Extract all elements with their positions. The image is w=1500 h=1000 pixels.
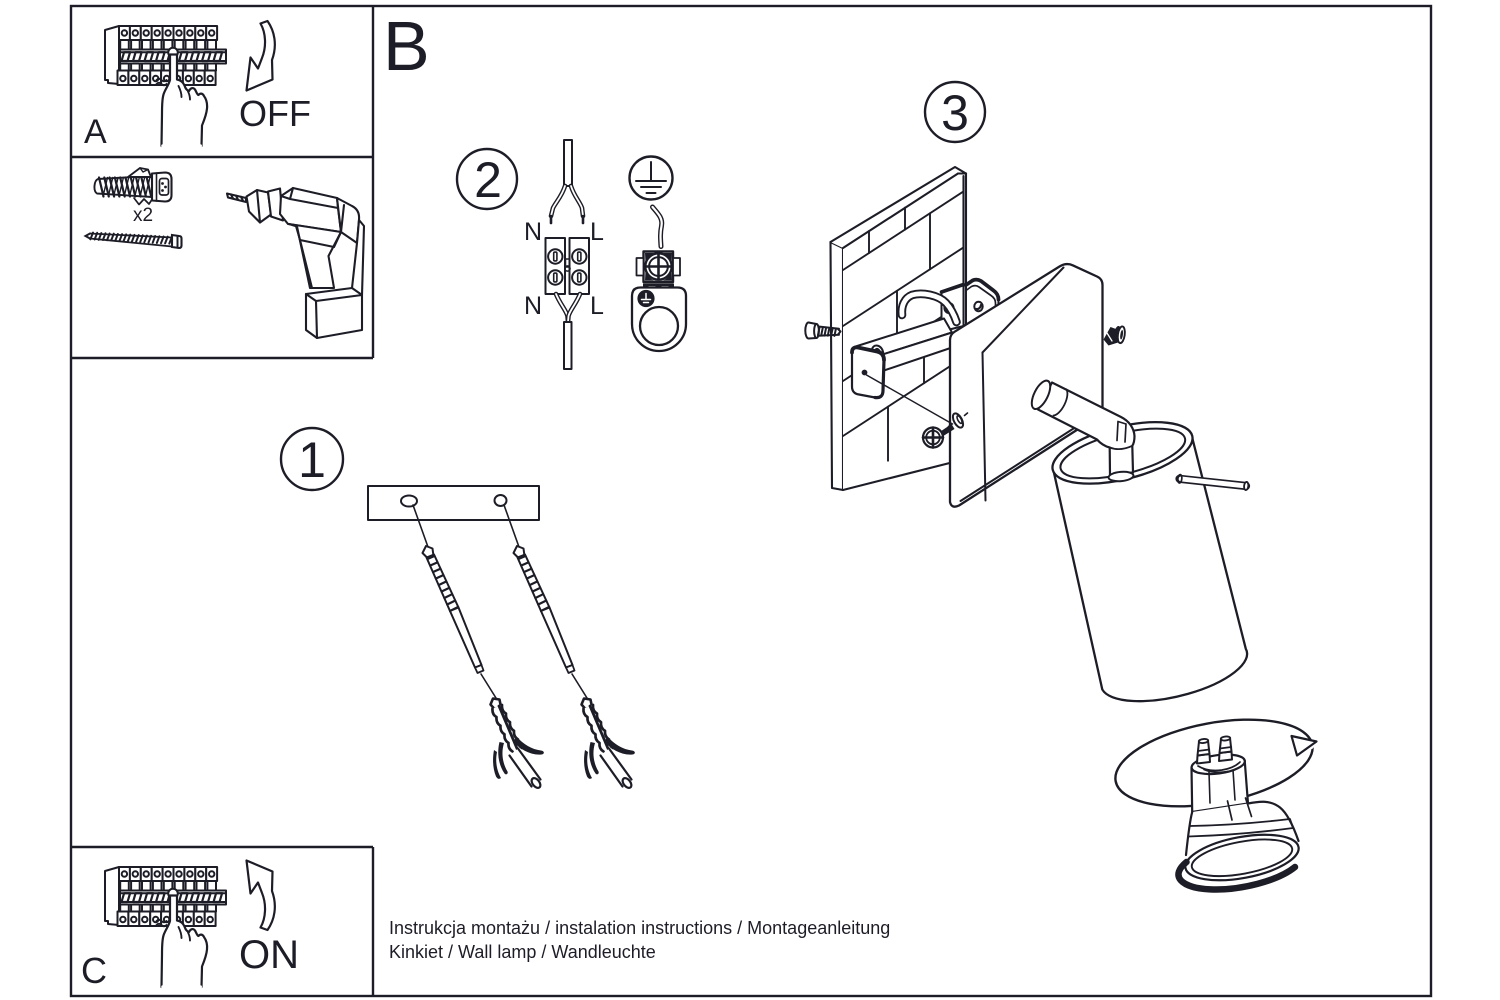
svg-text:N: N [524,218,542,246]
svg-text:L: L [590,218,604,246]
svg-text:ON: ON [239,933,299,977]
svg-text:1: 1 [298,432,326,488]
svg-text:x2: x2 [133,205,153,226]
svg-text:3: 3 [941,85,969,141]
svg-text:A: A [84,113,107,151]
svg-text:L: L [590,292,604,320]
svg-text:Kinkiet / Wall lamp / Wandleuc: Kinkiet / Wall lamp / Wandleuchte [389,942,656,962]
svg-text:N: N [524,292,542,320]
svg-text:2: 2 [474,152,502,208]
svg-text:C: C [81,950,107,991]
svg-text:OFF: OFF [239,93,311,134]
svg-text:Instrukcja montażu / instalati: Instrukcja montażu / instalation instruc… [389,918,890,938]
svg-text:B: B [383,7,430,85]
